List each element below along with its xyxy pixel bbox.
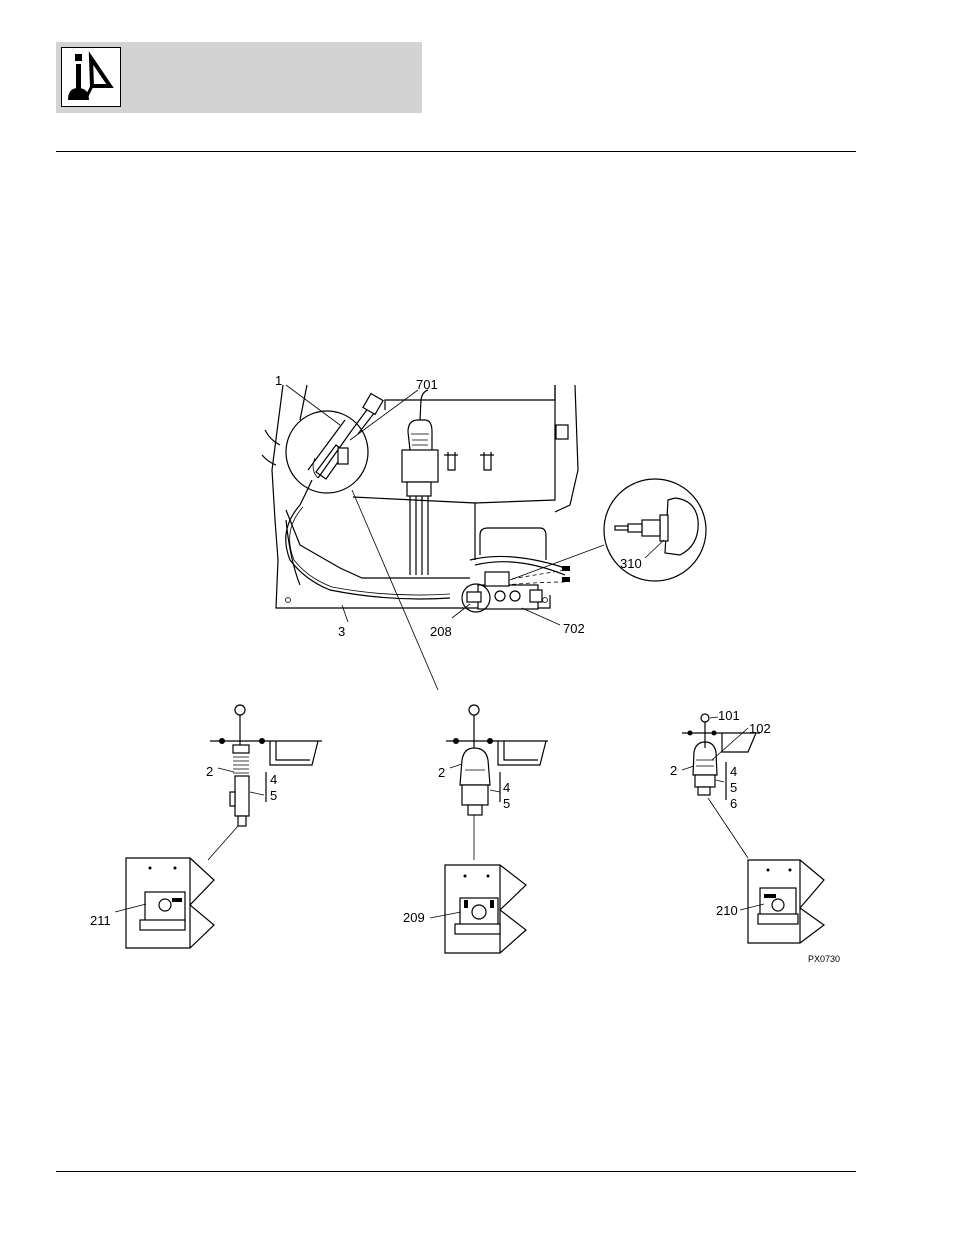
callout-right-5: 5 — [730, 780, 737, 795]
right-lever-variant — [682, 714, 824, 943]
middle-lever-variant — [430, 705, 548, 953]
callout-left-2: 2 — [206, 764, 213, 779]
callout-right-4: 4 — [730, 764, 737, 779]
callout-mid-2: 2 — [438, 765, 445, 780]
callout-mid-4: 4 — [503, 780, 510, 795]
figure-id: PX0730 — [808, 954, 840, 964]
callout-702: 702 — [563, 621, 585, 636]
callout-left-4: 4 — [270, 772, 277, 787]
callout-210: 210 — [716, 903, 738, 918]
callout-101: 101 — [718, 708, 740, 723]
callout-310: 310 — [620, 556, 642, 571]
callout-3: 3 — [338, 624, 345, 639]
callout-102: 102 — [749, 721, 771, 736]
callout-209: 209 — [403, 910, 425, 925]
callout-1: 1 — [275, 373, 282, 388]
callout-701: 701 — [416, 377, 438, 392]
callout-mid-5: 5 — [503, 796, 510, 811]
callout-right-6: 6 — [730, 796, 737, 811]
callout-right-2: 2 — [670, 763, 677, 778]
callout-left-5: 5 — [270, 788, 277, 803]
callout-211: 211 — [90, 913, 111, 928]
left-lever-variant — [115, 705, 322, 948]
main-assembly-drawing — [262, 385, 706, 690]
callout-208: 208 — [430, 624, 452, 639]
